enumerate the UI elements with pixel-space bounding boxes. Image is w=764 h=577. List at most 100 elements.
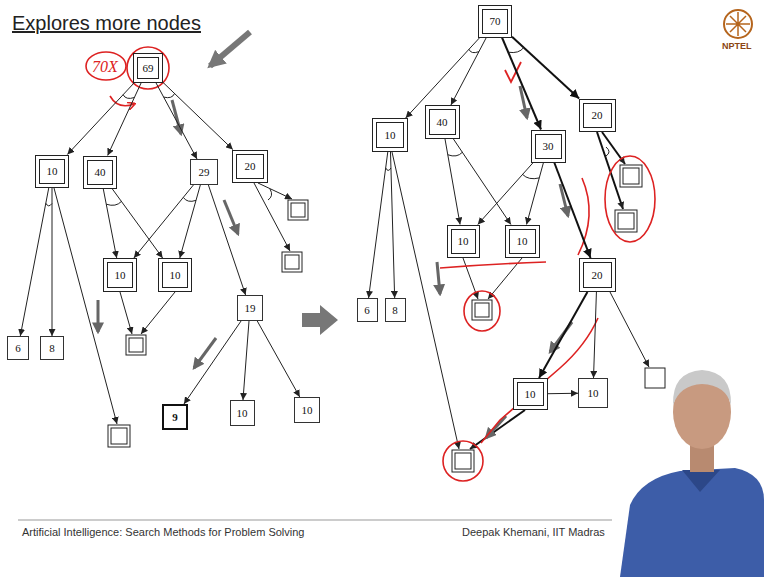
link-line-bold [470, 410, 525, 449]
search-node: 10 [578, 378, 608, 408]
empty-box-inner [623, 168, 639, 184]
pointer-arrow [486, 416, 506, 438]
search-node: 8 [40, 336, 64, 360]
search-node: 69 [133, 53, 163, 83]
graph-edge [163, 82, 233, 149]
red-path [578, 178, 589, 255]
logo-ring [724, 10, 752, 38]
node-value: 8 [49, 343, 55, 354]
node-value: 40 [437, 117, 448, 128]
red-circle [443, 441, 483, 481]
graph-edge [594, 292, 597, 378]
node-value: 10 [458, 236, 469, 247]
graph-edge [134, 185, 194, 258]
node-value: 9 [172, 412, 178, 423]
transition-arrow [302, 305, 338, 335]
red-underline [440, 262, 546, 268]
graph-edge [52, 188, 53, 337]
search-node: 30 [531, 130, 566, 163]
node-value: 6 [364, 305, 370, 316]
search-node: 10 [372, 118, 408, 152]
empty-box-inner [129, 338, 143, 352]
footer-rule [18, 520, 612, 521]
search-node: 29 [190, 159, 218, 185]
node-value: 70 [490, 16, 501, 27]
and-arc [183, 197, 196, 201]
search-node: 10 [103, 258, 137, 292]
graph-edge [548, 393, 579, 394]
node-value: 6 [15, 343, 21, 354]
and-arc [508, 48, 524, 53]
search-node: 20 [579, 258, 616, 292]
empty-box [472, 300, 492, 320]
node-value: 10 [115, 270, 126, 281]
search-node: 6 [357, 298, 378, 322]
search-node: 10 [35, 155, 69, 188]
search-node: 10 [158, 258, 192, 292]
node-value: 10 [385, 130, 396, 141]
empty-box-inner [291, 203, 305, 217]
logo-text: NPTEL [722, 42, 752, 52]
empty-box [126, 335, 146, 355]
node-value: 10 [47, 166, 58, 177]
link-line-bold [597, 132, 623, 209]
search-node: 10 [230, 400, 255, 426]
empty-box-inner [475, 303, 489, 317]
red-circle [464, 291, 500, 331]
node-value: 10 [302, 405, 313, 416]
pointer-arrow [194, 338, 216, 368]
search-node: 70 [478, 5, 512, 38]
red-circle [605, 156, 655, 242]
presenter-hair [673, 370, 731, 405]
solution-edge [554, 163, 590, 259]
empty-box-inner [111, 428, 127, 444]
graph-edge [20, 188, 49, 337]
graph-edge [180, 185, 201, 258]
pointer-arrow [437, 262, 440, 294]
pointer-arrow [520, 86, 527, 118]
graph-edge [453, 139, 510, 225]
graph-edge [208, 185, 245, 295]
graph-edge [108, 83, 141, 156]
search-node: 10 [513, 378, 548, 410]
search-node: 10 [447, 225, 480, 258]
graph-edge [369, 152, 388, 298]
and-arc [469, 49, 479, 52]
node-value: 10 [588, 388, 599, 399]
and-arc [268, 189, 272, 200]
pointer-arrow [172, 100, 181, 134]
and-arc [606, 147, 609, 156]
footer-course: Artificial Intelligence: Search Methods … [22, 526, 304, 538]
node-value: 10 [237, 408, 248, 419]
pointer-arrow [97, 300, 100, 332]
search-node: 20 [232, 150, 268, 183]
pointer-arrow [224, 200, 238, 234]
node-value: 10 [170, 270, 181, 281]
graph-edge [67, 83, 134, 155]
logo-spokes [726, 12, 750, 36]
search-node: 40 [83, 156, 117, 189]
solution-edge [539, 292, 587, 378]
empty-box [620, 165, 642, 187]
search-node: 19 [237, 295, 263, 321]
node-value: 19 [245, 303, 256, 314]
empty-box-inner [455, 453, 471, 469]
graph-edge [156, 83, 197, 159]
empty-box [108, 425, 130, 447]
search-node: 40 [425, 105, 460, 139]
search-node: 9 [162, 404, 188, 430]
search-node: 20 [579, 99, 616, 132]
red-circle [127, 47, 169, 89]
graph-edge [112, 189, 163, 259]
node-value: 29 [199, 167, 210, 178]
empty-box [282, 252, 302, 272]
and-arc [386, 168, 391, 171]
empty-box [288, 200, 308, 220]
slide-title: Explores more nodes [12, 12, 201, 34]
graph-edge [478, 163, 533, 225]
red-circle [86, 52, 126, 80]
and-arc [123, 95, 134, 99]
node-value: 10 [517, 236, 528, 247]
footer-author: Deepak Khemani, IIT Madras [462, 526, 605, 538]
graph-edge [527, 163, 544, 225]
